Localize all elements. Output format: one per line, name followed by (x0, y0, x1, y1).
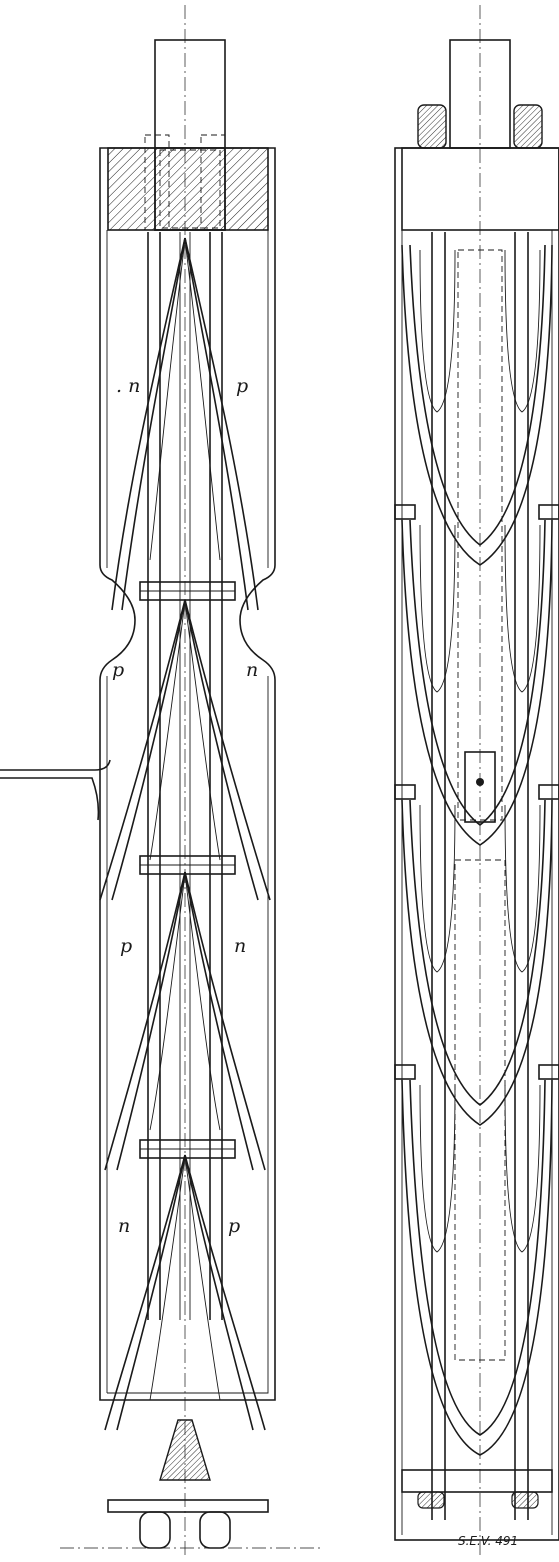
elevation-spacers (394, 504, 559, 1080)
label-n-lower-right: n (234, 935, 246, 957)
shaft-bore (159, 149, 221, 229)
bolt-knurled-right (513, 104, 543, 149)
label-p-upper: p (236, 375, 248, 397)
bolt-knurled-left (417, 104, 447, 149)
center-terminal (464, 751, 496, 823)
head-flange (107, 147, 269, 231)
base-plate (107, 1499, 269, 1513)
outer-housing (99, 147, 276, 1401)
label-n-bottom-left: n (118, 1215, 130, 1237)
section-view: . n p p n p n n p (0, 5, 276, 1555)
reference-number: S.E.V. 491 (458, 1534, 518, 1548)
terminal-dot (476, 778, 484, 786)
elevation-head (401, 147, 559, 231)
label-n-upper: . n (116, 375, 140, 397)
cup-electrodes (401, 244, 553, 1456)
label-n-mid-right: n (246, 659, 258, 681)
elevation-housing (394, 147, 559, 1541)
elevation-base-plate (401, 1469, 553, 1493)
lead-wire (0, 759, 111, 821)
label-p-lower-left: p (120, 935, 132, 957)
elevation-view: S.E.V. 491 (394, 5, 559, 1555)
label-p-mid-left: p (112, 659, 124, 681)
electrode-blades (99, 237, 271, 1431)
label-p-bottom-right: p (228, 1215, 240, 1237)
spacer-rings (139, 581, 236, 1159)
bottom-cone (159, 1419, 211, 1481)
